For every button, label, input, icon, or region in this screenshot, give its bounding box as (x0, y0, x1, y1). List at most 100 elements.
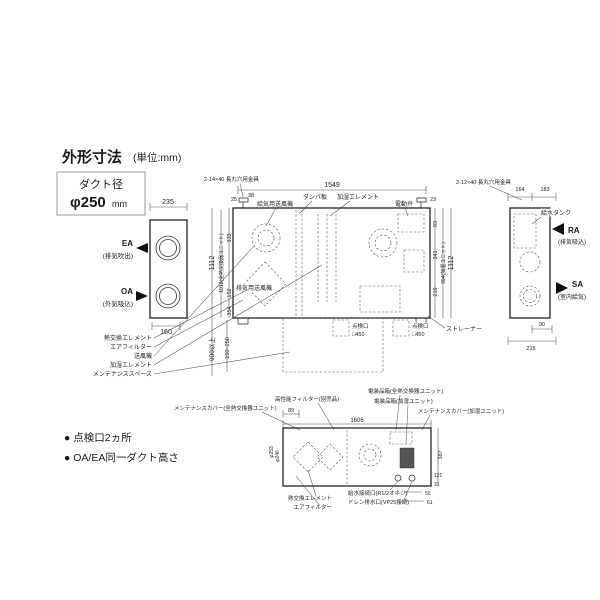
dim-1549: 1549 (324, 182, 340, 189)
inspection-port-2-size: □450 (412, 332, 425, 338)
dim-152: 152 (227, 288, 233, 297)
duct-unit: mm (112, 199, 127, 209)
right-view-internals (513, 213, 541, 307)
water-tank-label: 給水タンク (541, 209, 571, 217)
elec-box-hex-label: 電装品箱(全熱交換器ユニット) (368, 387, 443, 395)
notes: ● 点検口2ヵ所 ● OA/EA同一ダクト高さ (64, 431, 179, 464)
left-view-body (149, 219, 188, 319)
dim-1606: 1606 (350, 418, 364, 424)
water-connection-label: 給水接続口(R1/2オネジ) (348, 489, 407, 497)
sa-label: SA (572, 280, 583, 289)
drain-label: ドレン排水口(VP25接続) (348, 498, 409, 506)
dim-1112-right: 1112 (448, 256, 455, 271)
note-inspection-ports: ● 点検口2ヵ所 (64, 431, 132, 444)
dim-25: 25 (231, 197, 237, 203)
dim-235: 235 (162, 199, 174, 206)
bottom-view-internals (292, 430, 413, 484)
ra-arrow-icon (552, 223, 564, 235)
front-view-below (237, 317, 427, 373)
dim-38: 38 (248, 193, 254, 199)
front-view: 2-14×40 長丸穴用金具 2-12×40 長丸穴用金具 1549 25 38… (93, 175, 523, 378)
hp-filter-label: 高性能フィルター(別売品) (275, 395, 339, 403)
maint-cover-hex-label: メンテナンスカバー(全熱交換器ユニット) (174, 404, 277, 412)
part-label-humid-element: 加湿エレメント (110, 361, 152, 369)
elec-box-hum-label: 電装品箱(加湿ユニット) (374, 397, 433, 405)
oa-label: OA (121, 287, 133, 296)
header: 外形寸法 (単位:mm) ダクト径 φ250 mm (56, 148, 181, 216)
page-title: 外形寸法 (61, 148, 122, 166)
inspection-port-1-label: 点検口 (352, 322, 369, 330)
dim-183: 183 (540, 187, 549, 193)
ea-arrow-icon (136, 243, 148, 253)
part-label-fan: 送風機 (134, 352, 152, 360)
air-filter-label: エアフィルター (294, 503, 332, 511)
sa-arrow-icon (556, 282, 568, 294)
part-label-hex-element: 熱交換エレメント (104, 334, 152, 342)
dim-215: 215 (526, 346, 535, 352)
dim-164: 164 (515, 187, 524, 193)
front-width-dim (237, 186, 427, 194)
front-left-dim-lines (211, 208, 230, 376)
maint-cover-hum-label: メンテナンスカバー(加湿ユニット) (418, 407, 504, 415)
oa-note: (外気吸込) (103, 299, 133, 308)
exhaust-fan-label: 排気用送風機 (236, 284, 272, 292)
dim-150-250: 150~250 (225, 337, 231, 359)
duct-value: φ250 (70, 194, 106, 211)
ea-note: (排気吹出) (103, 251, 133, 260)
front-view-parts-list: 熱交換エレメント エアフィルター 送風機 加湿エレメント メンテナンススペース (93, 245, 323, 378)
dim-1012: 1012(全熱交換器ユニット) (218, 233, 225, 293)
duct-spec-box: ダクト径 φ250 mm (56, 171, 146, 216)
oa-arrow-icon (136, 291, 148, 301)
right-side-view: 164 183 給水タンク RA (排気吸込) SA (室内給気) 90 215 (507, 187, 586, 352)
dim-89: 89 (288, 408, 294, 414)
bottom-view-top-dims (282, 410, 432, 428)
water-connection-port (394, 474, 402, 482)
strainer-label: ストレーナー (446, 326, 482, 333)
dim-23: 23 (430, 197, 436, 203)
unit-note: (単位:mm) (133, 151, 181, 164)
damper-label: ダンパ板 (303, 193, 327, 201)
supply-fan-label: 給気用送風機 (257, 200, 293, 208)
dim-phi246: φ246 (275, 450, 281, 462)
fitting-right-label: 2-12×40 長丸穴用金具 (456, 178, 511, 186)
right-view-bottom-dims (507, 325, 557, 345)
dim-61: 61 (427, 500, 433, 506)
duct-label: ダクト径 (79, 177, 123, 191)
bottom-view-lower-dims (398, 491, 424, 502)
dim-219: 219 (433, 287, 439, 296)
sa-note: (室内給気) (558, 293, 586, 301)
note-duct-height: ● OA/EA同一ダクト高さ (64, 451, 179, 464)
dim-341: 341 (433, 250, 439, 259)
dim-160: 160 (160, 329, 172, 336)
front-view-brackets (238, 197, 427, 208)
drain-port (408, 474, 416, 482)
fitting-left-label: 2-14×40 長丸穴用金具 (204, 175, 259, 183)
dim-900-min: 900以上 (207, 337, 216, 361)
dim-387: 387 (438, 450, 444, 459)
right-view-body (509, 207, 551, 319)
dim-354: 354 (227, 306, 233, 315)
dim-31: 31 (434, 482, 440, 488)
part-label-maint-space: メンテナンススペース (93, 371, 152, 378)
part-label-air-filter: エアフィルター (110, 343, 152, 351)
dim-994: 994(加湿ユニット) (440, 242, 447, 284)
front-right-dim-lines (434, 208, 452, 318)
bottom-top-view: メンテナンスカバー(全熱交換器ユニット) 高性能フィルター(別売品) 電装品箱(… (174, 387, 504, 511)
ea-label: EA (122, 239, 133, 248)
bottom-view-elec-box (399, 447, 415, 469)
hex-element-label: 熱交換エレメント (288, 494, 332, 502)
motor-valve-label: 電動弁 (395, 200, 413, 208)
left-side-view: 235 EA (排気吹出) OA (外気吸込) 160 (103, 199, 188, 336)
ra-label: RA (568, 226, 580, 235)
front-view-internals (243, 210, 425, 316)
dim-93: 93 (433, 221, 439, 227)
dim-1112-left: 1112 (209, 256, 216, 271)
bottom-view-body (282, 427, 432, 487)
inspection-port-2-label: 点検口 (412, 322, 429, 330)
dim-121: 121 (434, 473, 443, 479)
dim-phi253: φ253 (269, 446, 275, 458)
inspection-port-1-size: □450 (352, 332, 365, 338)
dim-90: 90 (539, 322, 545, 328)
